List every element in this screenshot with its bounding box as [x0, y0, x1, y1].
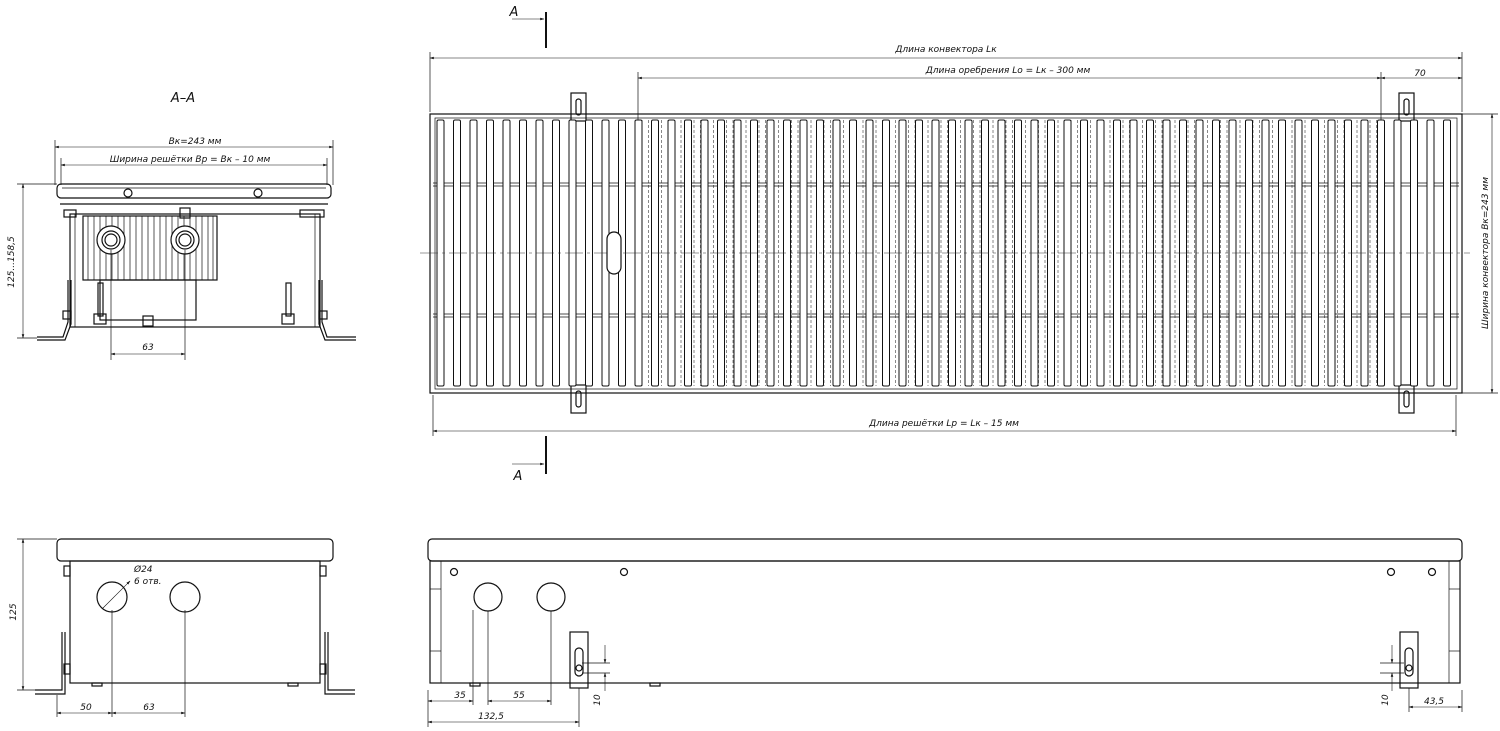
section-mark-top: A [509, 5, 519, 20]
top-view: A A Длина конвектора Lк Длина оребрения … [420, 5, 1498, 484]
section-title: A–A [170, 91, 195, 106]
front-43-label: 43,5 [1424, 697, 1444, 707]
front-55-label: 55 [513, 691, 525, 701]
handle-slot [606, 231, 622, 275]
hole-diameter-label: Ø24 [133, 564, 153, 575]
end-offset-label: 70 [1414, 69, 1426, 79]
front-10-left-label: 10 [593, 694, 603, 706]
side-left-label: 50 [80, 703, 92, 713]
grille-length-label: Длина решётки Lр = Lк – 15 мм [868, 419, 1019, 429]
convector-width-label: Ширина конвектора Вк=243 мм [1481, 177, 1491, 329]
convector-length-label: Длина конвектора Lк [894, 45, 997, 55]
fin-length-label: Длина оребрения Lо = Lк – 300 мм [925, 66, 1091, 76]
section-view: A–A Вк=243 мм Ширина решётки Вр = Вк – 1… [7, 91, 356, 360]
grille-width-label: Ширина решётки Вр = Вк – 10 мм [110, 155, 271, 165]
side-pipe-spacing-label: 63 [143, 703, 155, 713]
section-mark-bottom: A [513, 469, 523, 484]
hole-count-label: 6 отв. [134, 577, 162, 587]
front-10-right-label: 10 [1381, 694, 1391, 706]
section-pipe-spacing-label: 63 [142, 343, 154, 353]
front-view: 35 55 132,5 10 10 43,5 [427, 538, 1463, 727]
heat-exchanger [82, 207, 218, 321]
front-132-label: 132,5 [478, 712, 504, 722]
height-range-label: 125...158,5 [7, 236, 17, 288]
side-height-label: 125 [9, 603, 19, 620]
side-view: Ø24 6 отв. 125 50 63 [9, 538, 355, 717]
section-width-label: Вк=243 мм [169, 137, 222, 147]
front-35-label: 35 [454, 691, 466, 701]
